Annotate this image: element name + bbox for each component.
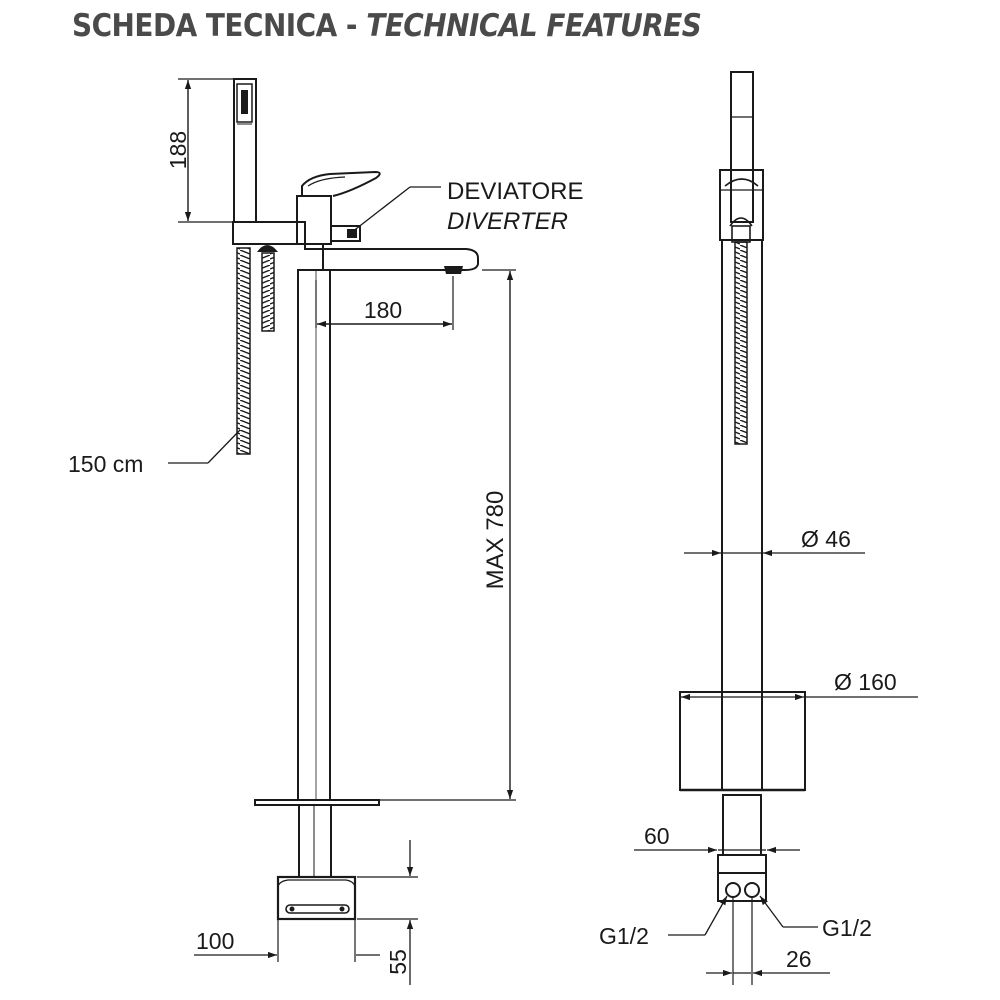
front-view: 188 DEVIATORE DIVERTER 180 MAX [68,78,583,985]
shower-holder [232,221,306,245]
mixer-body [296,170,381,245]
inlet-left-circle [725,882,741,898]
dimension-connector-width: 60 [634,823,800,854]
dimension-base-width: 100 [194,919,380,962]
aerator [444,266,463,274]
inlet-left-label: G1/2 [599,923,649,949]
diverter-label-it: DEVIATORE [447,178,583,205]
main-pipe [297,269,331,801]
dimension-max-height: MAX 780 [380,269,516,801]
title-main: SCHEDA TECNICA [72,8,337,44]
connector-width-label: 60 [644,823,670,849]
side-base-cylinder [679,691,806,791]
hose-connector [257,245,278,252]
hand-shower [233,78,257,223]
shower-hose [236,247,251,455]
side-under-floor-pipe [722,794,762,856]
base-width-label: 100 [196,928,234,954]
title-subtitle: TECHNICAL FEATURES [366,8,702,44]
side-view: Ø 46 Ø 160 60 G1/2 [599,71,918,985]
inlet-spacing-label: 26 [786,946,812,972]
inlet-left-callout: G1/2 [599,895,728,949]
page-title: SCHEDA TECNICA - TECHNICAL FEATURES [72,8,702,44]
side-inlet-block [717,854,767,874]
dimension-handshower-height: 188 [165,78,234,223]
pipe-diameter-label: Ø 46 [801,526,851,552]
diverter-label-en: DIVERTER [447,208,568,235]
dimension-pipe-diameter: Ø 46 [684,526,865,557]
diverter-callout: DEVIATORE DIVERTER [351,178,583,235]
base-diameter-label: Ø 160 [834,669,897,695]
dimension-base-height: 55 [357,840,418,985]
inlet-right-label: G1/2 [822,915,872,941]
spout-reach-label: 180 [364,297,402,323]
supply-hose [261,252,275,332]
dimension-base-diameter: Ø 160 [681,669,918,701]
dimension-inlet-spacing: 26 [706,946,830,977]
hose-length-label: 150 cm [68,451,143,477]
dimension-spout-reach: 180 [315,276,454,330]
hose-length-callout: 150 cm [68,429,241,477]
title-separator: - [336,8,367,44]
diverter-knob [330,225,361,242]
side-hand-shower [730,71,754,223]
side-mixer-body [719,169,764,243]
max-height-label: MAX 780 [482,491,509,590]
mounting-box [276,875,357,921]
under-floor-pipe [298,804,332,878]
inlet-right-circle [744,882,760,898]
base-height-label: 55 [385,949,411,975]
spout [304,244,479,274]
handshower-height-label: 188 [165,131,191,169]
inlet-right-callout: G1/2 [759,895,872,941]
side-shower-hose [734,241,748,445]
diverter-knob-tip [347,229,357,238]
